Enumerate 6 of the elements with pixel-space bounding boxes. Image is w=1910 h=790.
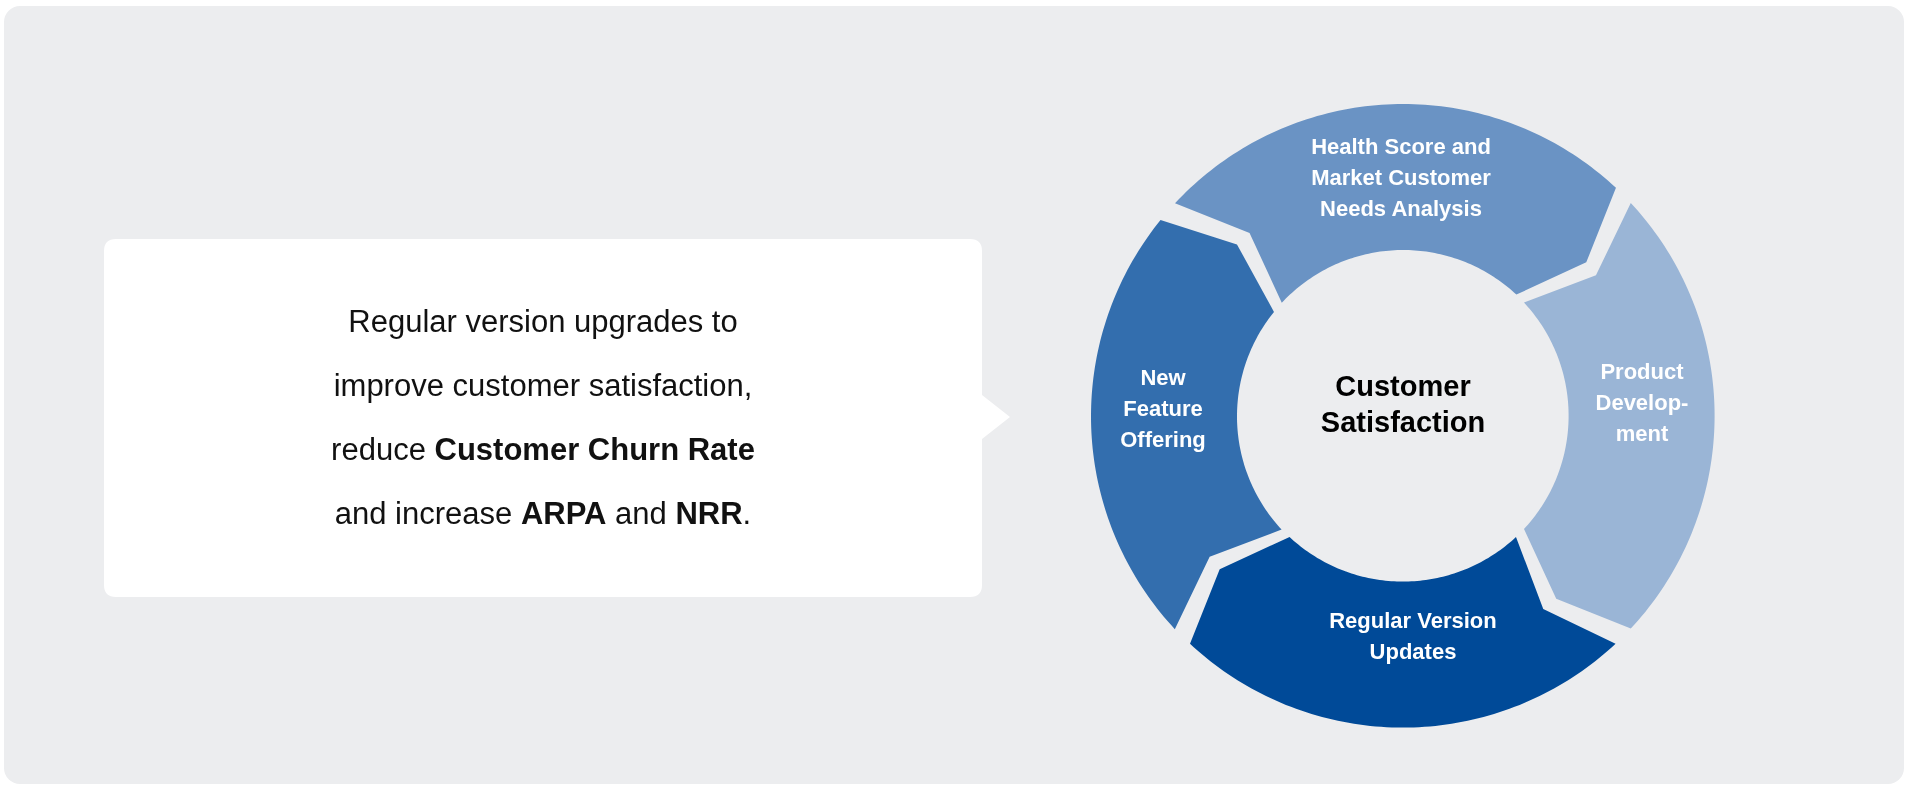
- segment-label: New Feature Offering: [1119, 363, 1207, 454]
- callout-text: Regular version upgrades to improve customer satisfaction, reduce Customer Churn Rate and increase ARPA and NRR.: [330, 303, 756, 533]
- segment-label: Health Score and Market Customer Needs Analysis: [1310, 132, 1492, 223]
- segment-label: Regular Version Updates: [1328, 607, 1498, 666]
- center-label: Customer Satisfaction: [1319, 369, 1487, 440]
- segment-label: Product Develop- ment: [1594, 357, 1690, 448]
